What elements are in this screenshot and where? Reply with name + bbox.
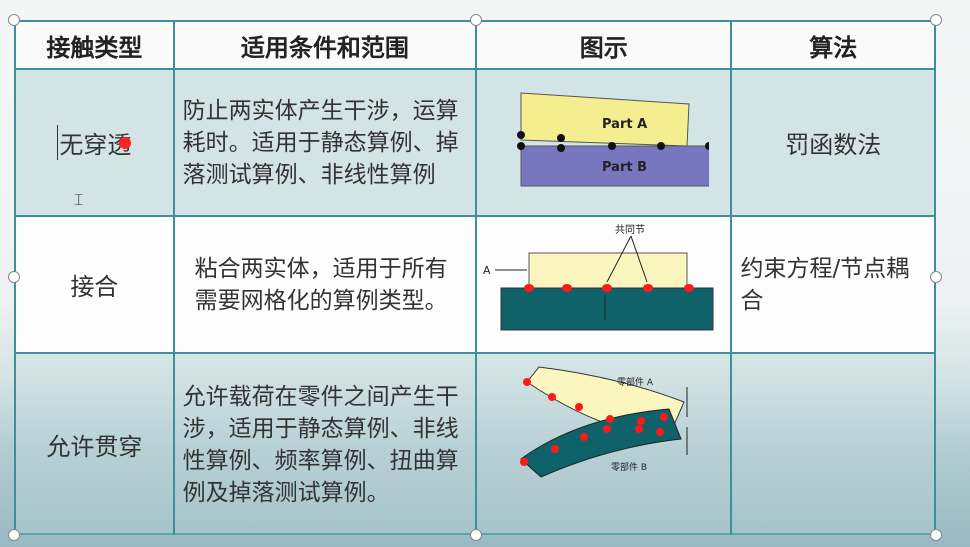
table-header: 接触类型 适用条件和范围 图示 算法	[16, 22, 934, 70]
svg-text:Part A: Part A	[602, 117, 647, 132]
resize-handle[interactable]	[8, 14, 20, 26]
type-cell: 允许贯穿	[16, 354, 175, 535]
allow-penetration-diagram: 零部件 A 零部件 B	[519, 366, 688, 478]
table-row: 接合 粘合两实体，适用于所有需要网格化的算例类型。 A 共同节 约束方程/节点耦…	[16, 217, 934, 354]
no-penetration-diagram: Part A Part B	[516, 91, 709, 186]
resize-handle[interactable]	[930, 271, 942, 283]
svg-text:Part B: Part B	[602, 160, 647, 175]
svg-text:零部件 A: 零部件 A	[617, 376, 654, 388]
condition-cell: 防止两实体产生干涉，运算耗时。适用于静态算例、掉落测试算例、非线性算例	[175, 70, 478, 215]
text-cursor-icon: ⌶	[74, 190, 84, 209]
node-points	[519, 378, 668, 466]
svg-text:A: A	[483, 264, 491, 277]
table-row: 无穿透 防止两实体产生干涉，运算耗时。适用于静态算例、掉落测试算例、非线性算例 …	[16, 70, 934, 217]
node-points	[523, 283, 694, 292]
header-cell: 图示	[477, 22, 733, 68]
resize-handle[interactable]	[930, 529, 942, 541]
algorithm-cell	[732, 354, 934, 535]
resize-handle[interactable]	[8, 271, 20, 283]
condition-cell: 允许载荷在零件之间产生干涉，适用于静态算例、非线性算例、频率算例、扭曲算例及掉落…	[175, 354, 478, 535]
bonded-diagram: A 共同节	[483, 224, 714, 330]
resize-handle[interactable]	[930, 14, 942, 26]
type-cell[interactable]: 无穿透	[16, 70, 175, 215]
condition-cell: 粘合两实体，适用于所有需要网格化的算例类型。	[175, 217, 478, 352]
svg-text:共同节: 共同节	[615, 224, 645, 236]
header-cell: 适用条件和范围	[175, 22, 477, 68]
header-cell: 接触类型	[16, 22, 175, 68]
diagram-cell: Part A Part B	[477, 70, 733, 215]
header-cell: 算法	[809, 33, 858, 62]
svg-text:零部件 B: 零部件 B	[611, 461, 647, 473]
diagram-cell: A 共同节	[477, 217, 733, 352]
resize-handle[interactable]	[470, 529, 482, 541]
table-row: 允许贯穿 允许载荷在零件之间产生干涉，适用于静态算例、非线性算例、频率算例、扭曲…	[16, 354, 934, 535]
type-cell: 接合	[16, 217, 175, 352]
algorithm-cell: 约束方程/节点耦合	[740, 255, 910, 314]
resize-handle[interactable]	[8, 529, 20, 541]
pointer-marker-icon	[119, 137, 131, 149]
contact-type-table[interactable]: 接触类型 适用条件和范围 图示 算法 无穿透 防止两实体产生干涉，运算耗时。适用…	[14, 20, 936, 535]
algorithm-cell: 罚函数法	[785, 131, 882, 159]
resize-handle[interactable]	[470, 14, 482, 26]
diagram-cell: 零部件 A 零部件 B	[477, 354, 733, 535]
